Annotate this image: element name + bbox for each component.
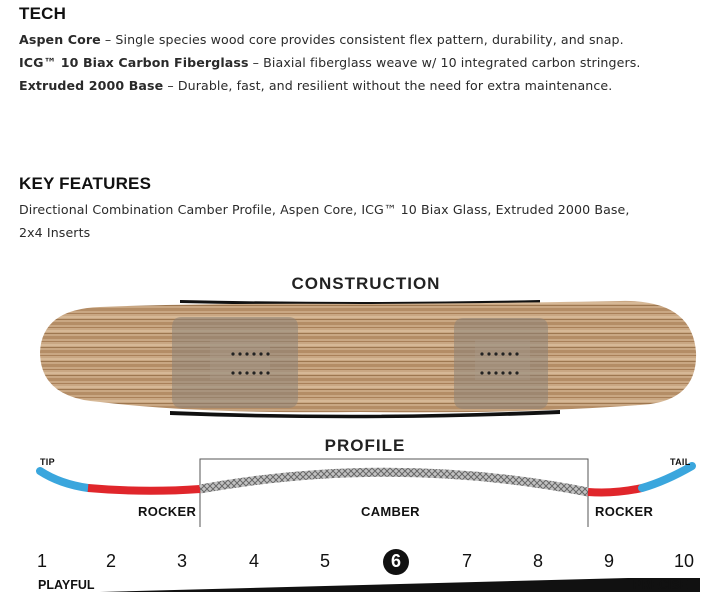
binding-insert-zone-rear — [454, 318, 548, 409]
flex-number-3: 3 — [176, 551, 187, 571]
flex-label-playful: PLAYFUL — [38, 578, 95, 592]
profile-camber — [199, 467, 589, 497]
tech-heading: TECH — [19, 4, 67, 23]
flex-scale-wedge — [100, 578, 700, 592]
profile-tip-segment — [36, 467, 92, 492]
flex-number-10: 10 — [673, 551, 695, 571]
construction-title: CONSTRUCTION — [291, 274, 441, 293]
snowboard-construction — [40, 300, 697, 419]
flex-label-precise: PRECISE — [633, 578, 688, 592]
profile-title: PROFILE — [324, 436, 406, 455]
camber-label: CAMBER — [361, 504, 420, 519]
flex-selected-marker — [383, 549, 409, 575]
rocker-label-left: ROCKER — [138, 504, 197, 519]
binding-insert-zone-front — [172, 317, 298, 408]
key-features-line-2: 2x4 Inserts — [19, 225, 91, 240]
board-edge-bottom — [170, 410, 560, 419]
rocker-label-right: ROCKER — [595, 504, 654, 519]
tech-item-extruded-base: Extruded 2000 Base – Durable, fast, and … — [19, 78, 613, 93]
profile-rocker-right — [587, 484, 643, 497]
flex-number-7: 7 — [461, 551, 472, 571]
tech-item-aspen-core: Aspen Core – Single species wood core pr… — [19, 32, 624, 47]
flex-number-5: 5 — [319, 551, 330, 571]
insert-holes — [231, 352, 519, 375]
profile-camber-outline — [199, 467, 589, 497]
flex-number-1: 1 — [36, 551, 47, 571]
flex-number-8: 8 — [532, 551, 543, 571]
key-features-line-1: Directional Combination Camber Profile, … — [19, 202, 630, 217]
flex-number-4: 4 — [248, 551, 259, 571]
tail-label: TAIL — [670, 457, 691, 467]
flex-number-2: 2 — [105, 551, 116, 571]
tech-item-icg-fiberglass: ICG™ 10 Biax Carbon Fiberglass – Biaxial… — [19, 55, 641, 70]
profile-rocker-left — [87, 484, 201, 495]
profile-tail-segment — [638, 462, 696, 492]
key-features-heading: KEY FEATURES — [19, 174, 152, 193]
tip-label: TIP — [40, 457, 55, 467]
wood-core — [40, 300, 697, 413]
flex-number-6-selected: 6 — [390, 551, 401, 571]
board-profile — [36, 462, 696, 497]
flex-number-9: 9 — [603, 551, 614, 571]
